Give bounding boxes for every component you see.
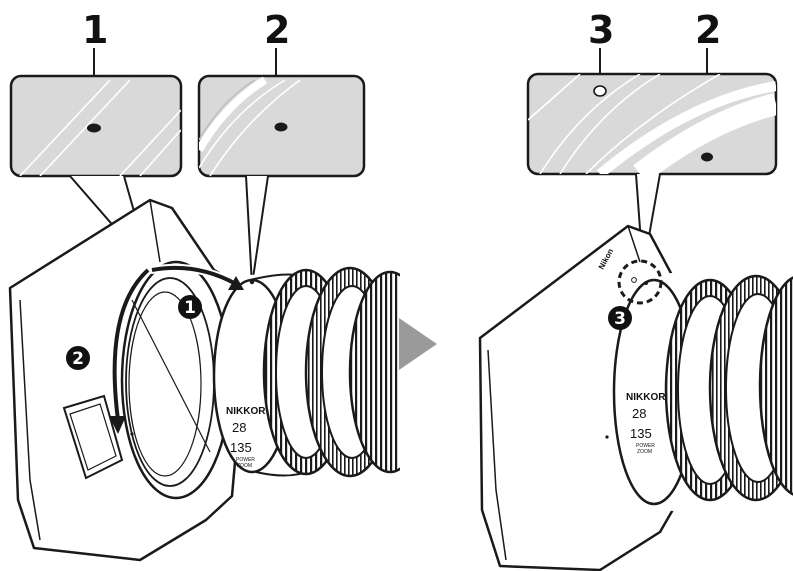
rotate-arrow-icon [151, 265, 237, 286]
callout-number-3: 3 [588, 8, 614, 52]
lens-power-label: POWER [236, 457, 255, 463]
left-panel: 1 2 [8, 8, 400, 562]
lens-brand-label: NIKKOR [226, 406, 266, 417]
step-badge-3: 3 [608, 306, 632, 330]
lens-focal-short: 28 [632, 406, 646, 421]
lens-focal-short: 28 [232, 420, 246, 435]
step-badge-2: 2 [66, 346, 90, 370]
detail-inset-lens-mark [197, 74, 366, 178]
lens-power-label: POWER [636, 443, 655, 449]
lens-zoom-label: ZOOM [237, 463, 252, 469]
svg-text:1: 1 [184, 298, 196, 318]
lens-zoom-label: ZOOM [637, 449, 652, 455]
step-badge-1: 1 [178, 295, 202, 319]
callout-number-2-right: 2 [695, 8, 721, 52]
lens-focal-long: 135 [230, 440, 252, 455]
lens-barrel-right: NIKKOR 28 135 POWER ZOOM [612, 262, 793, 520]
lens-barrel: NIKKOR 28 135 POWER ZOOM [212, 260, 400, 500]
callout-number-2: 2 [264, 8, 290, 52]
svg-text:3: 3 [614, 309, 626, 329]
hood-window [62, 394, 124, 480]
callout-cone-2 [245, 175, 269, 286]
dashed-circle-icon [617, 259, 663, 305]
callout-number-1: 1 [82, 8, 108, 52]
alignment-circle-icon [593, 85, 607, 97]
alignment-circle-icon [631, 277, 637, 283]
next-step-arrow-icon [399, 318, 437, 370]
lens-brand-label: NIKKOR [626, 392, 666, 403]
alignment-dot-icon [274, 122, 288, 132]
detail-inset-hood-mark [9, 74, 183, 178]
lens-focal-long: 135 [630, 426, 652, 441]
right-panel: 3 2 Nikon [478, 8, 793, 571]
lens-hood [8, 198, 252, 562]
alignment-dot-icon [701, 152, 713, 162]
alignment-dot-icon [644, 281, 648, 285]
alignment-dot-icon [249, 279, 255, 285]
detail-inset-aligned-marks [526, 72, 778, 176]
svg-text:2: 2 [72, 349, 84, 369]
alignment-dot-icon [87, 123, 101, 133]
